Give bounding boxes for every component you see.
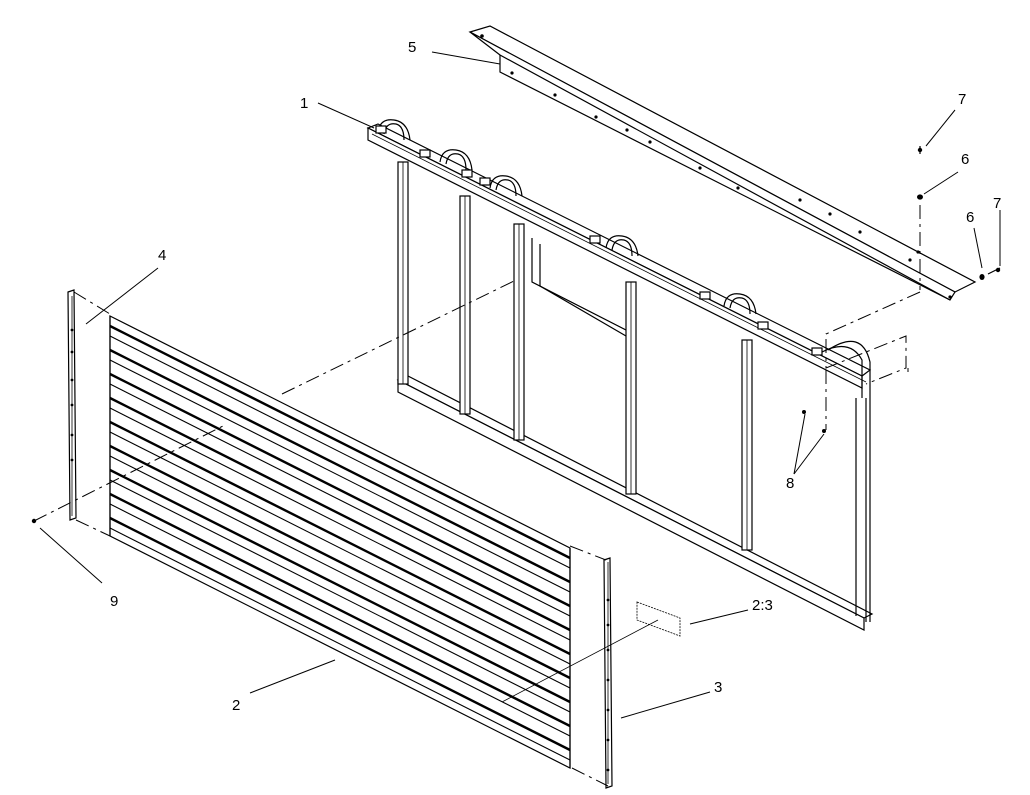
hardware [31,146,1001,524]
panel-rib [109,468,571,704]
panel-ribs [109,324,571,761]
panel-rib [109,359,571,593]
panel-rib [109,431,571,665]
panel-rib [109,372,571,608]
callout-7a: 7 [958,91,966,108]
callout-6a: 6 [961,151,969,168]
screw-icon [987,267,1001,275]
cap-holes [480,34,952,299]
panel-rib [109,503,571,737]
panel-rib [109,324,571,560]
panel-rib [109,527,571,761]
panel-rib [109,348,571,584]
washer-icon [917,194,923,200]
callout-1: 1 [300,95,308,112]
panel-rib [109,383,571,617]
frame-studs [459,195,753,551]
callout-2: 2 [232,697,240,714]
assembly-dash-lines [33,205,921,787]
callout-2-3: 2:3 [752,597,773,614]
window-opening [531,238,627,337]
callout-3: 3 [714,679,722,696]
callout-7b: 7 [993,195,1001,212]
label-decal [636,601,681,637]
callout-4: 4 [158,247,166,264]
rail-clips [375,125,823,356]
screw-icon [917,146,923,154]
left-trim-strip [67,289,77,521]
panel-rib [109,516,571,752]
frame-loops [377,119,757,315]
washer-icon [979,274,985,280]
panel-rib [109,479,571,713]
fastener-icon [802,410,826,433]
leader-lines [39,51,1001,719]
panel-rib [109,455,571,689]
callout-8: 8 [786,475,794,492]
callout-6b: 6 [966,209,974,226]
panel-rib [109,492,571,728]
callout-labels: 1 2 3 4 5 6 6 7 7 8 9 2:3 [110,39,1001,714]
corrugated-panel [109,315,571,769]
panel-rib [109,407,571,641]
right-trim-strip [603,557,613,789]
panel-rib [109,444,571,680]
panel-rib [109,396,571,632]
panel-rib [109,420,571,656]
callout-9: 9 [110,593,118,610]
panel-rib [109,335,571,569]
callout-5: 5 [408,39,416,56]
top-cap-angle [468,25,977,301]
wall-frame [366,119,874,631]
